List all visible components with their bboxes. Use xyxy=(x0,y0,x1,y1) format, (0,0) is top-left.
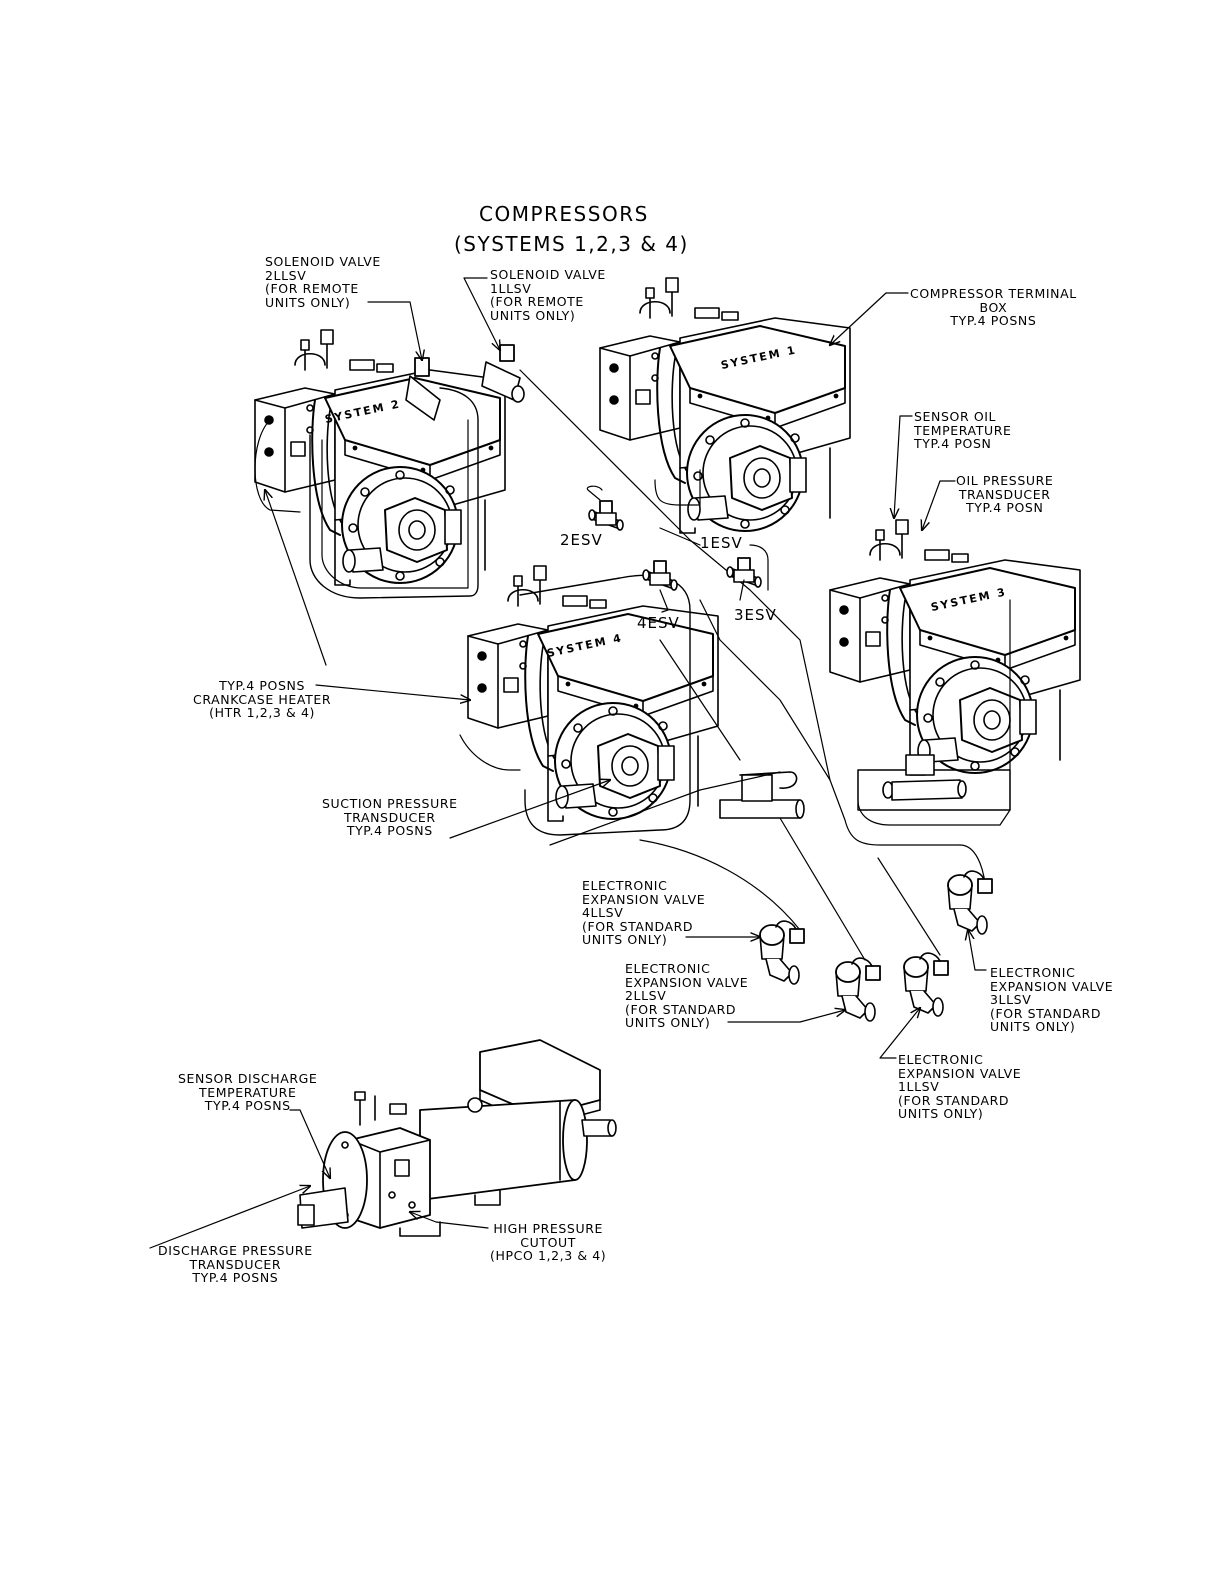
diagram-title-line2: (SYSTEMS 1,2,3 & 4) xyxy=(454,232,689,256)
esv-2-tag: 2ESV xyxy=(560,531,603,549)
diagram-title-line1: COMPRESSORS xyxy=(479,202,649,226)
callout-crankcase-heater: TYP.4 POSNS CRANKCASE HEATER (HTR 1,2,3 … xyxy=(193,678,332,720)
callout-discharge-pressure: DISCHARGE PRESSURE TRANSDUCER TYP.4 POSN… xyxy=(158,1243,313,1285)
esv-3-tag: 3ESV xyxy=(734,606,777,624)
callout-sensor-oil-temp: SENSOR OIL TEMPERATURE TYP.4 POSN xyxy=(914,409,1012,451)
callout-solenoid-2llsv: SOLENOID VALVE 2LLSV (FOR REMOTE UNITS O… xyxy=(265,254,381,310)
callout-eev-3llsv: ELECTRONIC EXPANSION VALVE 3LLSV (FOR ST… xyxy=(990,965,1114,1034)
callout-hpco: HIGH PRESSURE CUTOUT (HPCO 1,2,3 & 4) xyxy=(490,1221,607,1263)
callout-suction-pressure: SUCTION PRESSURE TRANSDUCER TYP.4 POSNS xyxy=(322,796,458,838)
callout-eev-1llsv: ELECTRONIC EXPANSION VALVE 1LLSV (FOR ST… xyxy=(898,1052,1022,1121)
callout-solenoid-1llsv: SOLENOID VALVE 1LLSV (FOR REMOTE UNITS O… xyxy=(490,267,606,323)
callout-sensor-discharge-temp: SENSOR DISCHARGE TEMPERATURE TYP.4 POSNS xyxy=(178,1071,318,1113)
callout-eev-2llsv: ELECTRONIC EXPANSION VALVE 2LLSV (FOR ST… xyxy=(625,961,749,1030)
callout-oil-pressure: OIL PRESSURE TRANSDUCER TYP.4 POSN xyxy=(956,473,1054,515)
esv-4-tag: 4ESV xyxy=(637,614,680,632)
callout-terminal-box: COMPRESSOR TERMINAL BOX TYP.4 POSNS xyxy=(910,286,1077,328)
callout-eev-4llsv: ELECTRONIC EXPANSION VALVE 4LLSV (FOR ST… xyxy=(582,878,706,947)
esv-1-tag: 1ESV xyxy=(700,534,743,552)
